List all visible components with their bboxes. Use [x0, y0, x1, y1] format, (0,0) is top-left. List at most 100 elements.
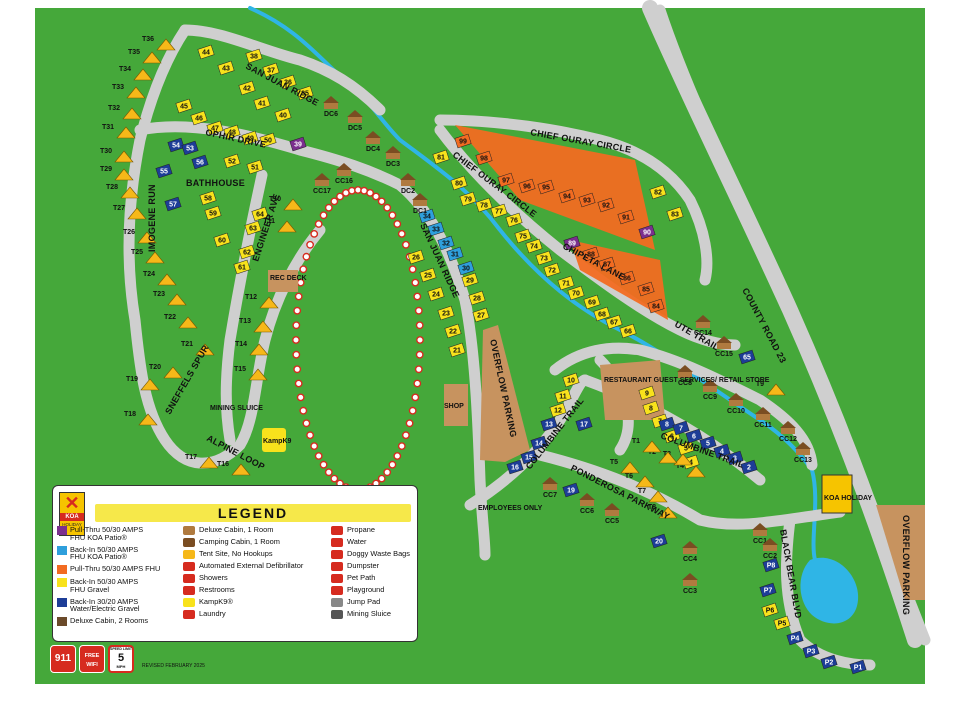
paw-print-icon [366, 188, 374, 197]
site-number: 33 [432, 227, 440, 234]
site-marker [677, 440, 695, 456]
site-navy-8: 8 [658, 416, 676, 432]
legend-site-type-label: Pull-Thru 50/30 AMPS FHU [70, 564, 161, 574]
legend-service-row: Water [331, 538, 417, 547]
tent-icon [249, 343, 269, 356]
legend-service-row: Mining Sluice [331, 610, 417, 619]
site-yellow-24: 24 [427, 286, 445, 302]
site-yellow-62: 62 [238, 244, 256, 260]
legend-amenity-row: Camping Cabin, 1 Room [183, 538, 329, 547]
site-yellow-44: 44 [197, 44, 215, 60]
site-yellow-41: 41 [253, 95, 271, 111]
site-marker [262, 62, 280, 78]
cabin-label: CC5 [605, 518, 619, 525]
cabin-icon [683, 548, 697, 554]
site-orange-86: 86 [618, 270, 636, 286]
site-number: 69 [588, 300, 596, 307]
tent-icon [127, 207, 147, 220]
site-number: 95 [542, 185, 550, 192]
road-label-imogene-run: IMOGENE RUN [147, 184, 157, 252]
legend-amenity-label: Camping Cabin, 1 Room [199, 537, 280, 546]
cabin-icon [401, 180, 415, 186]
site-number: 4 [720, 449, 724, 456]
cabin-roof [542, 477, 558, 484]
dog-bag-icon [331, 550, 343, 559]
site-yellow-67: 67 [605, 314, 623, 330]
paw-print-icon [383, 203, 392, 212]
site-marker [617, 209, 635, 225]
tent-label: T20 [149, 364, 161, 371]
site-number: 97 [502, 178, 510, 185]
tent-icon [142, 51, 162, 64]
tent-icon [195, 343, 215, 356]
site-marker [246, 159, 264, 175]
paw-print-icon [296, 393, 305, 402]
site-number: 30 [462, 266, 470, 273]
legend-service-label: Pet Path [347, 573, 376, 582]
site-number: 8 [649, 406, 653, 413]
site-blue-32: 32 [437, 235, 455, 251]
site-yellow-23: 23 [437, 305, 455, 321]
tent-site-T36: T36 [142, 36, 176, 51]
cabin-label: CC6 [580, 508, 594, 515]
cabin-roof [323, 96, 339, 103]
cabin-label: DC1 [413, 208, 427, 215]
paw-print-icon [293, 365, 302, 374]
paw-print-icon [408, 265, 417, 274]
tent-label: T32 [108, 105, 120, 112]
tent-label: T33 [112, 84, 124, 91]
site-number: 84 [652, 304, 660, 311]
site-marker [637, 281, 655, 297]
cabin-DC5: DC5 [347, 110, 363, 132]
tent-label: T34 [119, 66, 131, 73]
site-number: 57 [169, 202, 177, 209]
tent-icon [145, 251, 165, 264]
tent-icon [686, 465, 706, 478]
site-number: 75 [519, 234, 527, 241]
site-marker [658, 416, 676, 432]
site-number: 65 [743, 355, 751, 362]
speed-limit-badge: SPEED LIMIT 5 MPH [108, 645, 134, 673]
legend-title: LEGEND [95, 504, 411, 522]
cabin-label: DC2 [401, 188, 415, 195]
paw-print-icon [294, 379, 303, 388]
site-marker [206, 120, 224, 136]
site-number: 9 [645, 391, 649, 398]
site-number: 47 [211, 126, 219, 133]
site-yellow-81: 81 [432, 149, 450, 165]
legend-column-site-types: Pull-Thru 50/30 AMPS FHU KOA Patio®Back-… [57, 526, 181, 630]
tent-site-T18: T18 [124, 411, 158, 426]
legend-site-type-label: Pull-Thru 50/30 AMPS FHU KOA Patio® [70, 525, 144, 542]
site-navy-56: 56 [191, 154, 209, 170]
site-marker [514, 228, 532, 244]
site-number: 14 [535, 441, 543, 448]
mining-sluice-label: MINING SLUICE [210, 405, 263, 412]
cabin-roof [695, 315, 711, 322]
cabin-CC11: CC11 [754, 407, 772, 429]
legend-amenity-row: Tent Site, No Hookups [183, 550, 329, 559]
site-number: 8 [665, 422, 669, 429]
site-number: 51 [251, 165, 259, 172]
site-marker [251, 206, 269, 222]
site-marker [598, 256, 616, 272]
legend-amenity-label: Automated External Defibrillator [199, 561, 304, 570]
site-marker [583, 294, 601, 310]
site-number: 36 [284, 80, 292, 87]
cabin-CC16: CC16 [335, 163, 353, 185]
legend-service-label: Playground [347, 585, 385, 594]
overflow-parking-area [480, 325, 530, 462]
cabin-icon [717, 343, 731, 349]
site-marker [238, 244, 256, 260]
pull-thru-bands [455, 125, 668, 320]
site-yellow-64: 64 [251, 206, 269, 222]
tent-site-T15: T15 [234, 366, 268, 381]
site-number: 34 [423, 214, 431, 221]
paw-print-icon [347, 186, 356, 195]
tent-site-T21: T21 [181, 341, 215, 356]
playground-icon [331, 586, 343, 595]
tent-icon [116, 126, 136, 139]
site-yellow-10: 10 [562, 372, 580, 388]
cabin-icon [763, 545, 777, 551]
site-yellow-28: 28 [468, 290, 486, 306]
site-navy-16: 16 [506, 459, 524, 475]
